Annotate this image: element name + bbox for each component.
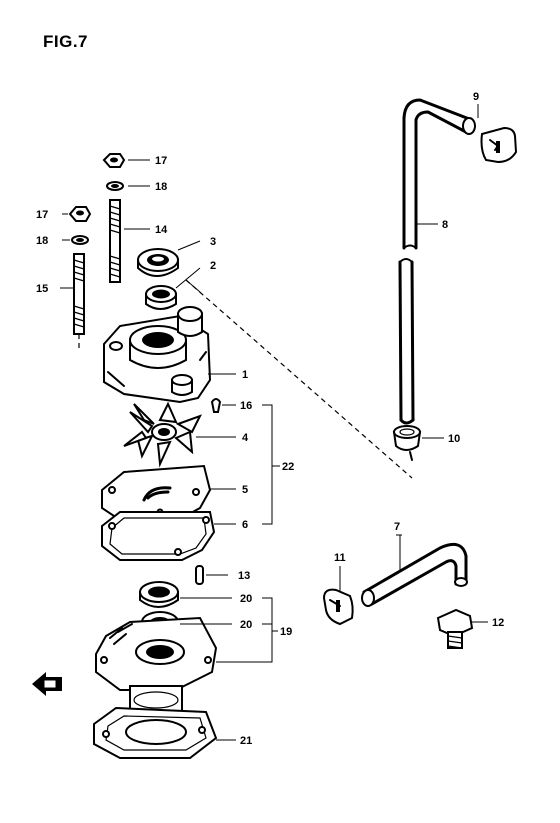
callout-1: 1 [242,369,248,381]
callout-16: 16 [240,400,252,412]
callout-14: 14 [155,224,168,236]
callout-4: 4 [242,432,249,444]
nut-part-17-lower [68,206,92,222]
callout-19: 19 [280,626,292,638]
callout-13: 13 [238,570,250,582]
impeller-part-4 [123,401,203,468]
washer-part-18-lower [71,235,89,245]
seal-part-20-upper [139,581,179,608]
callout-labels: 9 8 17 18 17 18 14 3 2 15 1 16 4 22 10 5… [36,91,504,747]
seal-part-2 [145,285,177,310]
gasket-part-6 [101,511,216,561]
key-part-16 [210,398,222,413]
callout-18: 18 [36,235,48,247]
callout-12: 12 [492,617,504,629]
callout-18: 18 [155,181,167,193]
callout-22: 22 [282,461,294,473]
nut-part-17-upper [102,153,126,168]
lower-pump-case-part-19 [95,616,218,721]
callout-9: 9 [473,91,479,103]
callout-15: 15 [36,283,48,295]
pin-part-13 [195,565,204,585]
leader-lines [60,104,488,741]
hose-grommet-part-9 [480,126,518,164]
arrow-left-icon [32,672,62,696]
callout-2: 2 [210,260,216,272]
fitting-part-12 [436,608,474,649]
callout-3: 3 [210,236,216,248]
oil-seal-part-3 [137,248,179,277]
callout-11: 11 [334,552,346,564]
callout-21: 21 [240,735,252,747]
pump-case-part-1 [103,306,212,404]
washer-part-18-upper [106,181,124,191]
alignment-line [185,279,413,479]
stud-bolt-part-14 [109,199,121,283]
callout-7: 7 [394,521,400,533]
callout-17: 17 [155,155,167,167]
callout-5: 5 [242,484,248,496]
water-tube-part-7 [361,542,468,607]
hose-grommet-part-11 [322,588,354,626]
figure-title: FIG.7 [43,32,89,51]
callout-6: 6 [242,519,248,531]
callout-8: 8 [442,219,448,231]
hose-seal-part-10 [392,425,422,461]
water-hose-part-8 [398,98,476,425]
gasket-part-21 [93,706,218,759]
callout-20: 20 [240,593,252,605]
plate-part-5 [101,464,212,521]
callout-17: 17 [36,209,48,221]
callout-10: 10 [448,433,460,445]
callout-20: 20 [240,619,252,631]
stud-bolt-part-15 [73,253,85,352]
